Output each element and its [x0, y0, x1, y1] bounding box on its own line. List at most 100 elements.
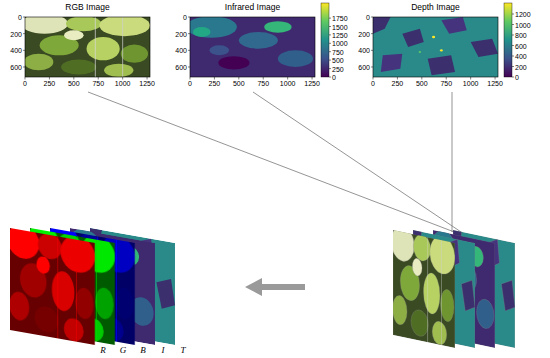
tick-label: 200: [358, 30, 370, 37]
tick-mark: [98, 77, 99, 80]
tick-label: 0: [366, 14, 370, 21]
illustration-shape: [373, 17, 498, 77]
tick-mark: [329, 77, 331, 78]
tick-mark: [329, 18, 331, 19]
plot-panel: Depth Image: [371, 1, 500, 77]
tick-mark: [371, 17, 373, 18]
tick-label: 0: [23, 80, 27, 87]
tick-label: 1200: [515, 11, 531, 18]
tick-label: 250: [44, 80, 56, 87]
tick-label: 800: [515, 32, 527, 39]
illustration-shape: [321, 3, 329, 77]
tick-label: 1250: [139, 80, 155, 87]
tick-mark: [329, 43, 331, 44]
tick-label: 250: [392, 80, 404, 87]
channel-label: R: [100, 346, 106, 355]
tick-mark: [73, 77, 74, 80]
tick-mark: [329, 51, 331, 52]
tick-mark: [188, 66, 190, 67]
stacked-images: [391, 224, 515, 348]
tick-label: 400: [358, 47, 370, 54]
tick-label: 0: [183, 14, 187, 21]
tick-label: 200: [10, 30, 22, 37]
tick-label: 1000: [332, 40, 348, 47]
tick-label: 0: [332, 74, 336, 81]
infrared-plot: [186, 3, 329, 77]
plot-title: Infrared Image: [188, 1, 317, 13]
illustration-shape: [391, 224, 455, 348]
channel-label: G: [120, 346, 127, 355]
illustration-shape: [452, 92, 453, 232]
plot-panel: Infrared Image: [188, 1, 317, 77]
tick-mark: [188, 17, 190, 18]
illustration-shape: [21, 14, 150, 77]
tick-label: 1500: [332, 23, 348, 30]
plot-panel: RGB Image: [23, 1, 152, 77]
tick-mark: [470, 77, 471, 80]
tick-label: 200: [175, 30, 187, 37]
tick-mark: [512, 77, 514, 78]
tick-label: 600: [515, 42, 527, 49]
tick-mark: [23, 50, 25, 51]
tick-mark: [421, 77, 422, 80]
tick-mark: [512, 35, 514, 36]
tick-mark: [214, 77, 215, 80]
tick-label: 0: [188, 80, 192, 87]
tick-mark: [371, 66, 373, 67]
tick-mark: [263, 77, 264, 80]
illustration-shape: [253, 92, 467, 236]
tick-label: 750: [92, 80, 104, 87]
channel-stack: [7, 222, 175, 345]
tick-label: 1000: [280, 80, 296, 87]
tick-label: 400: [10, 47, 22, 54]
rgb-plot: [21, 14, 150, 77]
tick-mark: [512, 56, 514, 57]
tick-mark: [23, 33, 25, 34]
tick-mark: [23, 66, 25, 67]
tick-label: 250: [332, 65, 344, 72]
tick-mark: [371, 33, 373, 34]
tick-mark: [25, 77, 26, 80]
tick-mark: [190, 77, 191, 80]
tick-mark: [312, 77, 313, 80]
channel-label: T: [180, 346, 185, 355]
tick-label: 500: [416, 80, 428, 87]
tick-mark: [238, 77, 239, 80]
tick-label: 0: [515, 74, 519, 81]
tick-mark: [373, 77, 374, 80]
illustration-shape: [7, 222, 95, 345]
illustration-shape: [190, 17, 315, 77]
tick-label: 200: [515, 63, 527, 70]
leader-lines: [88, 92, 470, 238]
tick-label: 1250: [332, 31, 348, 38]
tick-mark: [371, 50, 373, 51]
tick-label: 0: [371, 80, 375, 87]
tick-label: 400: [515, 53, 527, 60]
tick-label: 750: [257, 80, 269, 87]
depth-plot: [373, 3, 512, 77]
tick-mark: [512, 14, 514, 15]
tick-label: 750: [332, 48, 344, 55]
tick-label: 500: [233, 80, 245, 87]
tick-label: 500: [332, 57, 344, 64]
tick-mark: [188, 50, 190, 51]
tick-mark: [147, 77, 148, 80]
tick-label: 750: [440, 80, 452, 87]
illustration-shape: [25, 17, 150, 77]
tick-mark: [49, 77, 50, 80]
tick-label: 0: [18, 14, 22, 21]
tick-label: 250: [209, 80, 221, 87]
illustration-shape: [373, 17, 498, 77]
tick-label: 1000: [463, 80, 479, 87]
tick-mark: [329, 34, 331, 35]
tick-label: 1250: [487, 80, 503, 87]
channel-label: I: [162, 346, 165, 355]
illustration-shape: [186, 16, 315, 77]
tick-label: 600: [10, 63, 22, 70]
tick-label: 1250: [304, 80, 320, 87]
axis-ticks: [23, 14, 514, 80]
tick-mark: [329, 26, 331, 27]
tick-mark: [23, 17, 25, 18]
